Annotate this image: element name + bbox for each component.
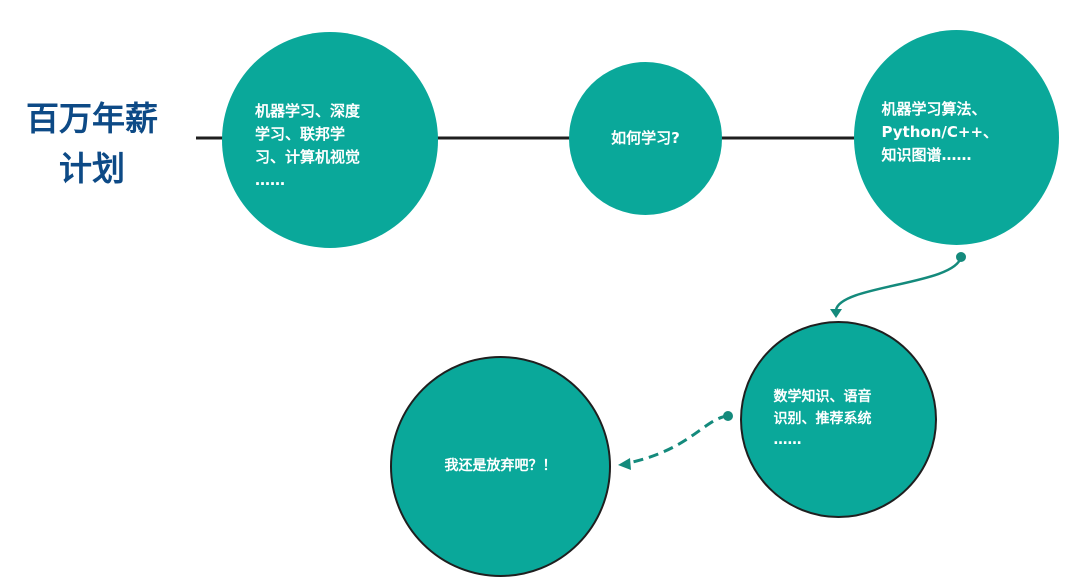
curved-arrow-line <box>834 256 963 311</box>
curved-arrow-head <box>830 309 842 318</box>
node-give-up: 我还是放弃吧？！ <box>390 356 611 577</box>
title-line-1: 百万年薪 <box>26 99 158 138</box>
node-give-up-label: 我还是放弃吧？！ <box>444 457 557 474</box>
node-topics-label: 机器学习、深度 学习、联邦学 习、计算机视觉 …… <box>255 101 361 190</box>
node-requirements: 机器学习算法、 Python/C++、 知识图谱…… <box>854 30 1059 245</box>
node-more-topics: 数学知识、语音 识别、推荐系统 …… <box>740 321 937 518</box>
title-line-2: 计划 <box>59 149 125 188</box>
node-how-to-learn: 如何学习? <box>569 62 722 215</box>
node-how-to-learn-label: 如何学习? <box>611 128 680 147</box>
dashed-arrow-head <box>618 458 631 470</box>
dashed-arrow-line <box>627 414 729 465</box>
node-requirements-label: 机器学习算法、 Python/C++、 知识图谱…… <box>881 99 999 165</box>
node-more-topics-label: 数学知识、语音 识别、推荐系统 …… <box>773 388 872 449</box>
diagram-title: 百万年薪 计划 <box>12 94 172 194</box>
node-topics: 机器学习、深度 学习、联邦学 习、计算机视觉 …… <box>222 32 438 248</box>
